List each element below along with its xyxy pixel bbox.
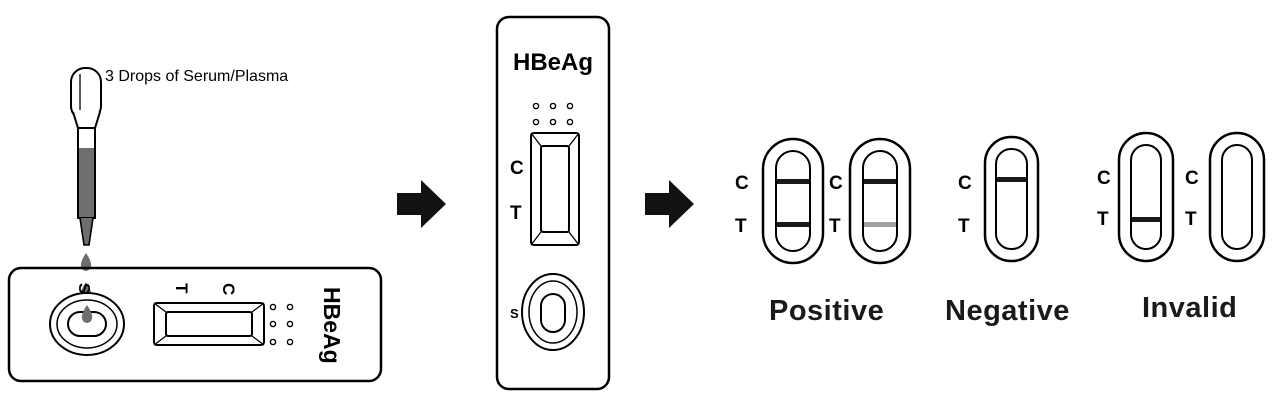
positive-result-label: Positive xyxy=(769,295,884,327)
invalid-result-label: Invalid xyxy=(1142,292,1237,324)
device-name-label: HBeAg xyxy=(513,49,593,76)
test-cassette-horizontal: S T C HBeAg xyxy=(7,266,383,383)
control-marker-label: C xyxy=(829,173,843,194)
result-invalid-no-lines: C T xyxy=(1185,131,1266,263)
test-marker-label: T xyxy=(958,216,970,237)
test-line xyxy=(864,222,896,227)
sample-well xyxy=(49,292,125,356)
test-line xyxy=(777,222,809,227)
negative-result-label: Negative xyxy=(945,295,1070,327)
result-window xyxy=(153,302,265,346)
result-positive-strong: C T xyxy=(735,137,825,265)
test-cassette-vertical: HBeAg C T S xyxy=(495,15,611,391)
arrow-right-icon xyxy=(397,180,446,228)
result-window xyxy=(530,132,580,246)
control-line xyxy=(997,177,1026,182)
control-marker-label: C xyxy=(219,283,238,295)
control-line xyxy=(777,179,809,184)
sample-marker-label: S xyxy=(510,306,519,321)
test-marker-label: T xyxy=(172,283,191,294)
result-negative: C T xyxy=(958,135,1040,263)
pipette-liquid xyxy=(79,148,94,217)
result-invalid-test-only: C T xyxy=(1097,131,1175,263)
test-marker-label: T xyxy=(1185,209,1197,230)
test-marker-label: T xyxy=(1097,209,1109,230)
arrow-right-icon xyxy=(645,180,694,228)
vent-dots xyxy=(532,102,574,126)
control-marker-label: C xyxy=(510,158,524,179)
control-marker-label: C xyxy=(1097,168,1111,189)
drop-icon xyxy=(80,253,92,271)
pipette xyxy=(70,67,102,246)
drops-instruction-label: 3 Drops of Serum/Plasma xyxy=(105,68,288,85)
sample-well xyxy=(521,273,585,351)
control-line xyxy=(864,179,896,184)
vent-dots xyxy=(269,303,294,346)
control-marker-label: C xyxy=(735,173,749,194)
test-marker-label: T xyxy=(735,216,747,237)
test-marker-label: T xyxy=(510,203,522,224)
result-positive-faint: C T xyxy=(829,137,912,265)
sample-marker-label: S xyxy=(75,283,92,294)
control-marker-label: C xyxy=(958,173,972,194)
test-line xyxy=(1132,217,1160,222)
device-name-label-rotated: HBeAg xyxy=(319,287,345,364)
control-marker-label: C xyxy=(1185,168,1199,189)
test-marker-label: T xyxy=(829,216,841,237)
